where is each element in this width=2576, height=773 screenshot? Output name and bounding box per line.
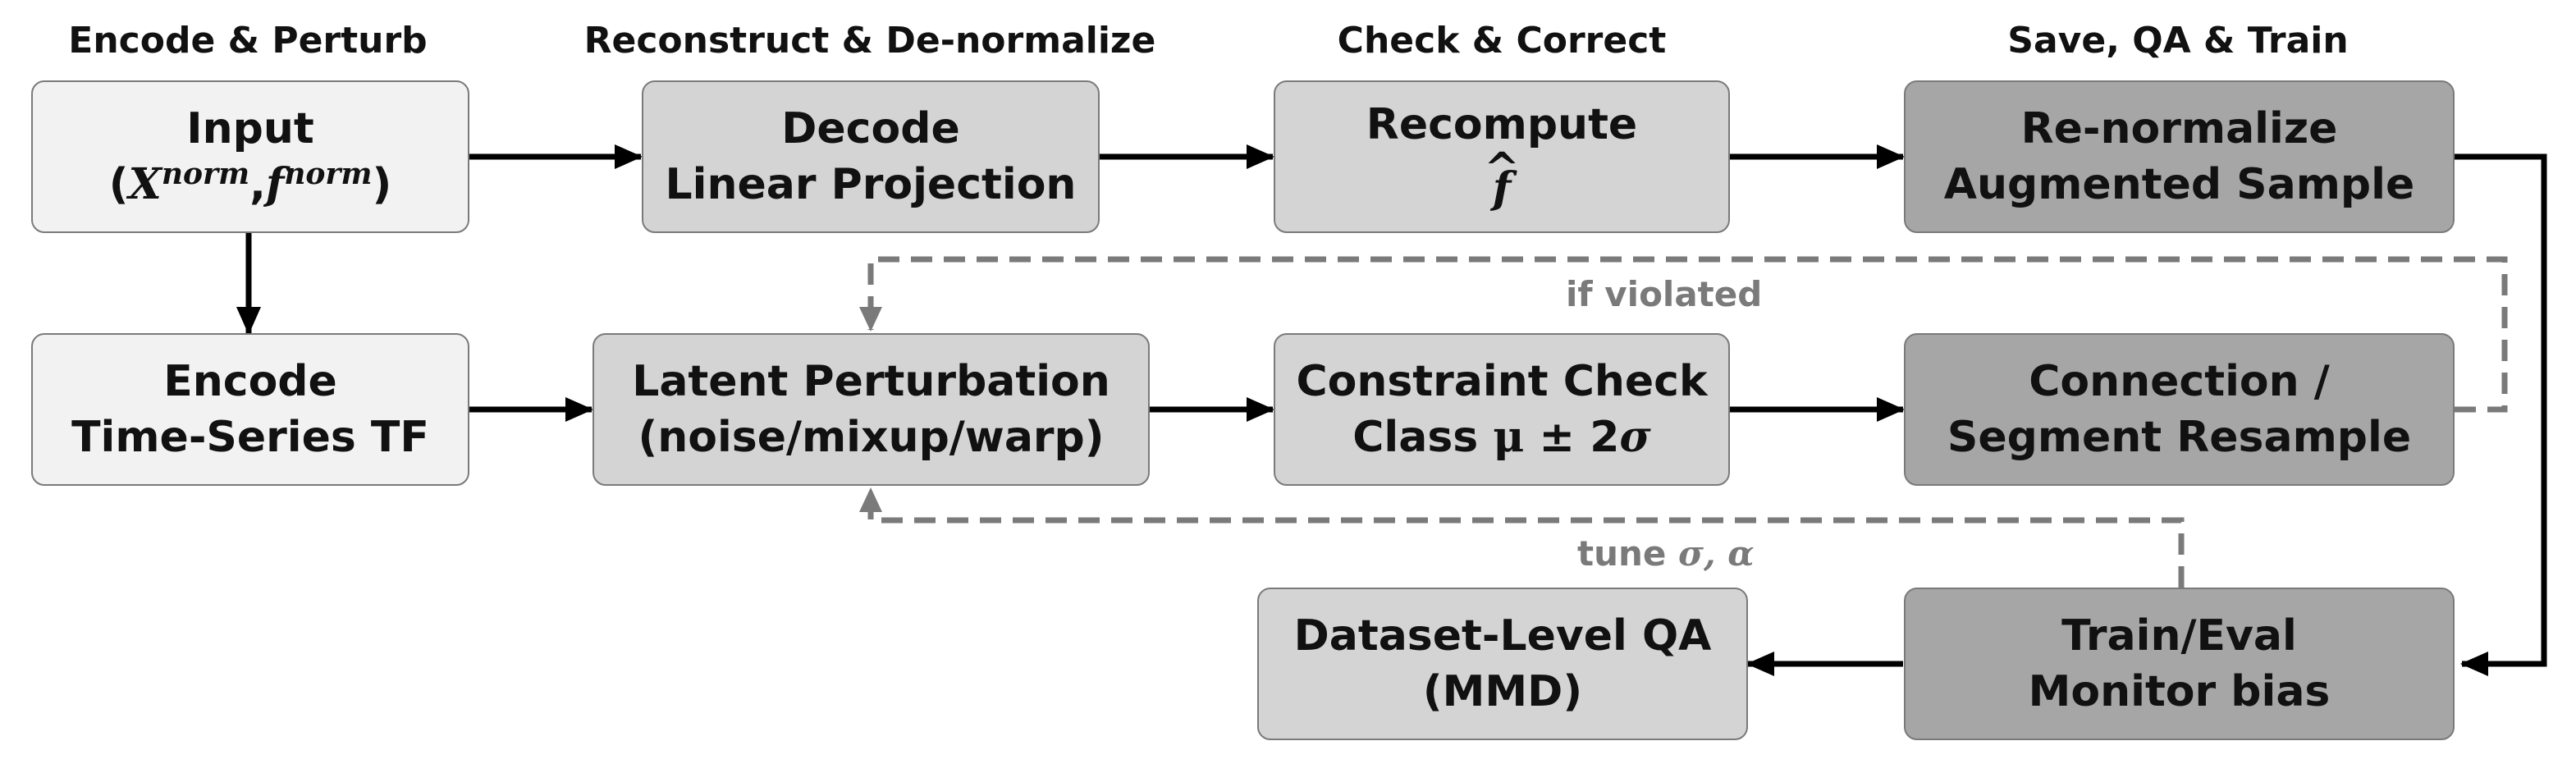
latent-perturbation-box: Latent Perturbation (noise/mixup/warp)	[593, 333, 1150, 486]
encode-box: Encode Time-Series TF	[31, 333, 469, 486]
resample-subtitle: Segment Resample	[1947, 413, 2412, 462]
renormalize-subtitle: Augmented Sample	[1943, 160, 2415, 209]
recompute-f-hat: ^f	[1484, 144, 1520, 213]
train-eval-title: Train/Eval	[2061, 611, 2297, 661]
dataset-qa-box: Dataset-Level QA (MMD)	[1257, 588, 1748, 740]
constraint-check-box: Constraint Check Class μ ± 2σ	[1274, 333, 1730, 486]
feedback-if-violated	[859, 256, 2508, 413]
input-title: Input	[186, 104, 314, 153]
header-reconstruct-denormalize: Reconstruct & De-normalize	[583, 20, 1156, 62]
dataset-qa-title: Dataset-Level QA	[1293, 611, 1712, 661]
header-check-correct: Check & Correct	[1337, 20, 1667, 62]
if-violated-label: if violated	[1566, 274, 1763, 314]
decode-subtitle: Linear Projection	[665, 160, 1077, 209]
latent-perturbation-title: Latent Perturbation	[632, 357, 1110, 406]
decode-title: Decode	[781, 104, 960, 153]
renormalize-box: Re-normalize Augmented Sample	[1904, 80, 2455, 233]
decode-box: Decode Linear Projection	[642, 80, 1100, 233]
train-eval-box: Train/Eval Monitor bias	[1904, 588, 2455, 740]
header-encode-perturb: Encode & Perturb	[68, 20, 428, 62]
resample-title: Connection /	[2029, 357, 2330, 406]
encode-title: Encode	[163, 357, 337, 406]
input-formula: (Xnorm,fnorm)	[108, 157, 392, 209]
header-save-qa-train: Save, QA & Train	[2007, 20, 2349, 62]
arrow-renormalize-to-train	[2455, 153, 2547, 676]
resample-box: Connection / Segment Resample	[1904, 333, 2455, 486]
tune-parameters-label: tune σ, α	[1577, 533, 1755, 574]
recompute-title: Recompute	[1366, 100, 1638, 149]
latent-perturbation-subtitle: (noise/mixup/warp)	[638, 413, 1105, 462]
encode-subtitle: Time-Series TF	[71, 413, 429, 462]
dataset-qa-subtitle: (MMD)	[1422, 667, 1583, 716]
feedback-tune-parameters	[859, 487, 2185, 588]
constraint-check-rule: Class μ ± 2σ	[1352, 412, 1651, 462]
constraint-check-title: Constraint Check	[1296, 357, 1708, 406]
train-eval-subtitle: Monitor bias	[2028, 667, 2331, 716]
renormalize-title: Re-normalize	[2020, 104, 2338, 153]
recompute-box: Recompute ^f	[1274, 80, 1730, 233]
input-box: Input (Xnorm,fnorm)	[31, 80, 469, 233]
